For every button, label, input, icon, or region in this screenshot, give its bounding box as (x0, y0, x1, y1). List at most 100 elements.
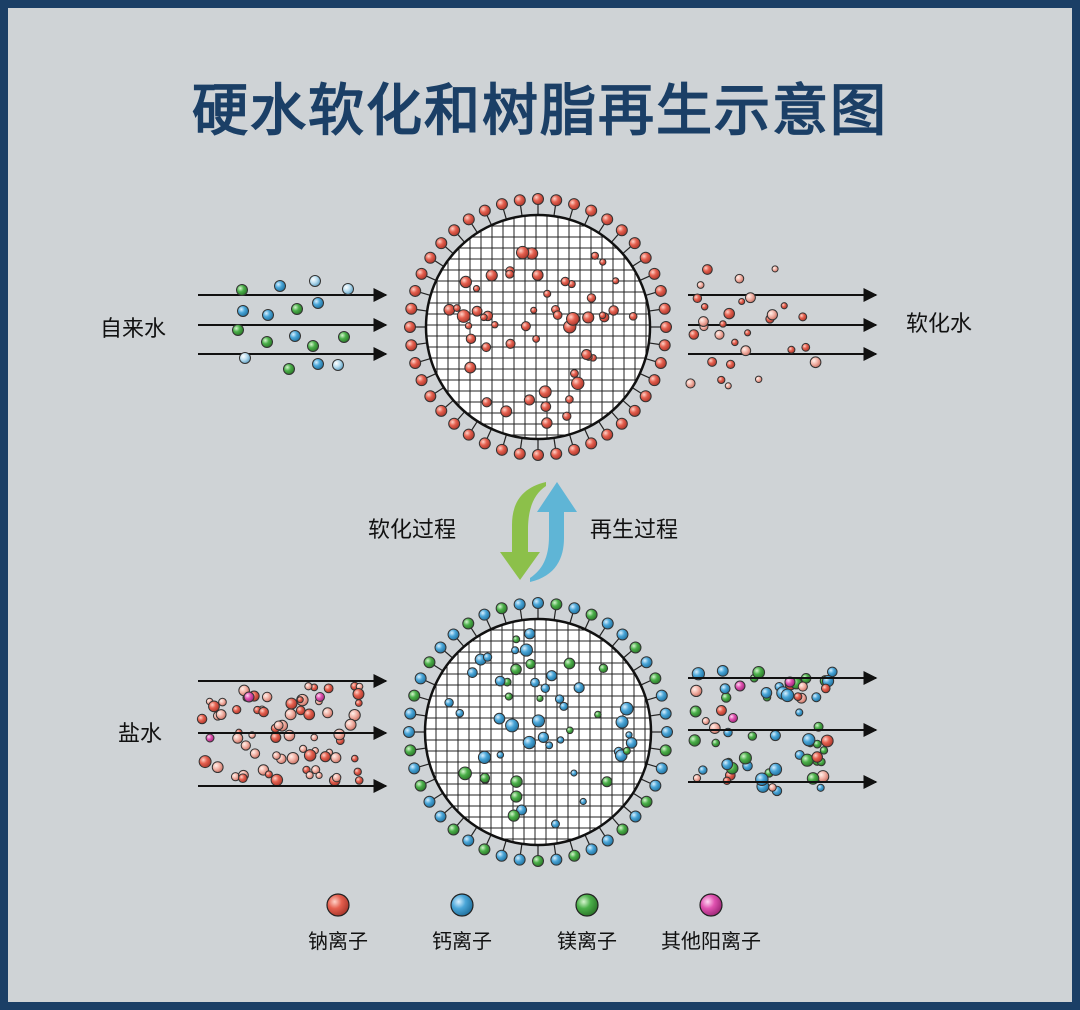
sodium-ion (660, 321, 672, 333)
magnesium-ion (510, 790, 523, 803)
functional-group-stem (433, 792, 444, 800)
other-cation (243, 691, 255, 703)
calcium-ion (478, 608, 491, 621)
sodium-ion (264, 770, 273, 779)
sodium-ion (560, 276, 571, 287)
sodium-ion (550, 447, 563, 460)
sodium-ion (303, 749, 317, 762)
sodium-ion (232, 705, 242, 715)
sodium-ion (571, 376, 585, 391)
functional-group-stem (648, 308, 660, 312)
functional-group-stem (456, 817, 465, 827)
sodium-ion (688, 329, 700, 340)
magnesium-ion (550, 598, 563, 611)
calcium-ion (802, 733, 816, 747)
functional-group-stem (444, 399, 454, 409)
calcium-ion (629, 810, 642, 823)
calcium-ion (655, 762, 668, 775)
sodium-ion (273, 720, 284, 731)
softened-water-arrows (688, 288, 878, 361)
calcium-ion (496, 751, 505, 759)
sodium-ion (299, 744, 308, 753)
magnesium-ion (478, 843, 491, 856)
functional-group-stem (443, 650, 453, 659)
sodium-ion (608, 305, 619, 316)
resin-matrix (426, 215, 650, 439)
sodium-ion (505, 338, 516, 349)
sodium-ion (270, 773, 284, 787)
sodium-ion (768, 783, 777, 792)
functional-group-stem (632, 792, 643, 800)
magnesium-ion (414, 779, 427, 792)
sodium-ion (565, 311, 580, 326)
calcium-ion (659, 707, 672, 720)
sodium-ion (766, 309, 778, 321)
sodium-ion (491, 320, 499, 329)
functional-group-stem (649, 747, 661, 751)
sodium-ion (811, 751, 823, 763)
sodium-ion (562, 411, 572, 421)
sodium-ion (456, 309, 471, 323)
calcium-ion (477, 750, 492, 764)
calcium-ion (309, 275, 321, 287)
sodium-ion (485, 269, 498, 282)
calcium-ion (601, 834, 614, 847)
sodium-ion (505, 269, 515, 279)
functional-group-stem (416, 308, 428, 312)
functional-group-stem (639, 372, 651, 379)
calcium-ion (601, 617, 614, 630)
magnesium-ion (747, 731, 758, 741)
calcium-ion (312, 297, 324, 309)
sodium-ion (323, 683, 334, 694)
functional-group-stem (598, 420, 606, 431)
functional-group-stem (584, 618, 591, 630)
functional-group-stem (502, 208, 508, 220)
sodium-ion (409, 284, 422, 297)
sodium-ion (424, 390, 437, 403)
calcium-ion (780, 688, 795, 703)
tap-water-arrows (198, 288, 388, 361)
sodium-ion (570, 369, 579, 378)
sodium-ion (513, 194, 526, 207)
resin-matrix (425, 619, 651, 845)
sodium-ion (215, 709, 227, 720)
sodium-ion (405, 339, 418, 352)
functional-group-stem (611, 817, 620, 827)
legend-magnesium-ion-label: 镁离子 (557, 929, 617, 953)
sodium-ion (585, 204, 598, 217)
sodium-ion (639, 251, 652, 264)
sodium-ion (523, 394, 535, 406)
calcium-ion (585, 843, 598, 856)
functional-group-stem (631, 387, 642, 395)
sodium-ion (465, 333, 477, 345)
sodium-ion (648, 267, 661, 280)
sodium-ion (725, 359, 736, 370)
calcium-ion (625, 731, 633, 739)
sodium-ion (258, 706, 269, 718)
functional-group-stem (434, 259, 445, 267)
calcium-ion (494, 675, 506, 687)
calcium-ion (495, 849, 508, 862)
functional-group-stem (611, 637, 620, 647)
calcium-ion (559, 701, 569, 711)
sodium-ion (716, 705, 727, 716)
sodium-ion (724, 382, 732, 390)
calcium-ion (579, 797, 587, 806)
functional-group-stem (425, 275, 437, 282)
sodium-ion (738, 297, 746, 305)
sodium-ion (530, 306, 538, 314)
brine-arrows (198, 674, 388, 793)
sodium-ion (464, 361, 477, 374)
sodium-ion (240, 740, 251, 751)
sodium-ion (538, 385, 552, 399)
magnesium-ion (601, 776, 613, 788)
functional-group-stem (418, 763, 430, 768)
softening-process-label: 软化过程 (368, 518, 456, 543)
sodium-ion (481, 342, 492, 353)
calcium-ion (532, 597, 544, 609)
calcium-ion (516, 804, 528, 816)
magnesium-ion (598, 663, 609, 674)
sodium-ion (648, 374, 661, 387)
other-cation (734, 680, 746, 692)
magnesium-ion (688, 734, 701, 747)
